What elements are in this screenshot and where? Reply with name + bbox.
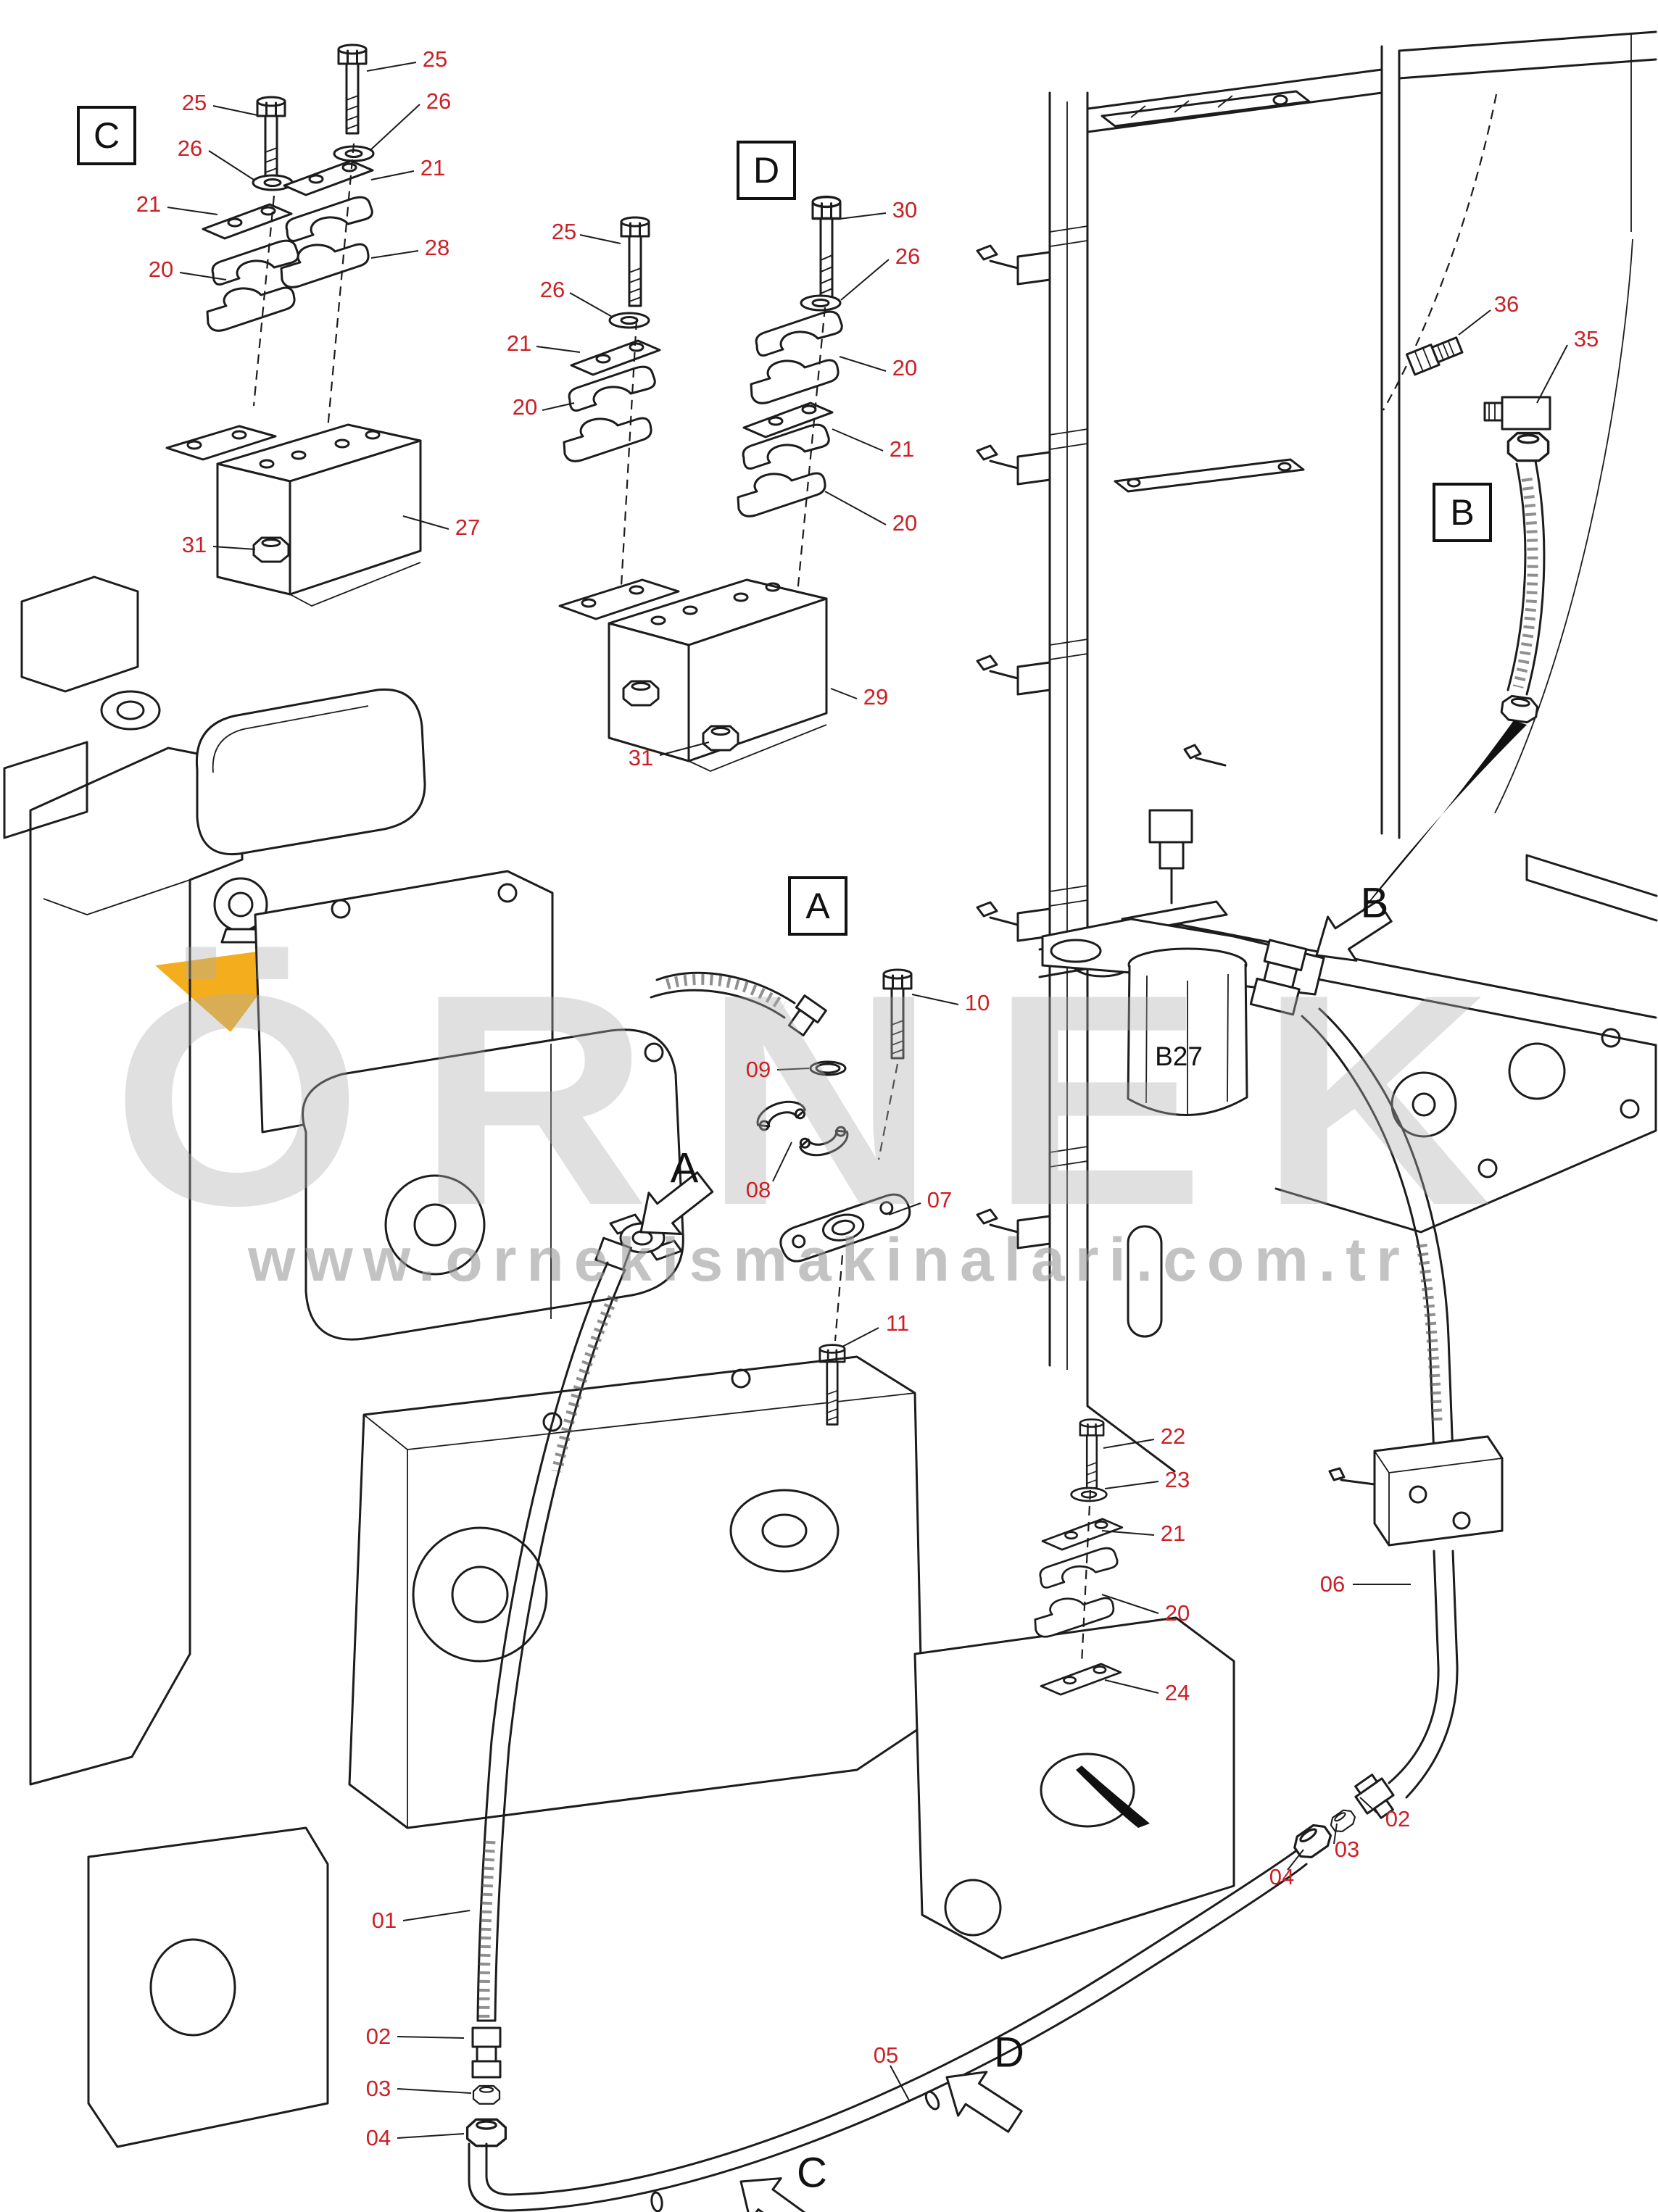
hose-06-filter-return [1301, 1007, 1504, 1547]
watermark-url: www.ornekismakinalari.com.tr [248, 1226, 1410, 1294]
engine-pump-assembly [3, 575, 1235, 2148]
hose-05 [468, 1550, 1459, 2212]
section-d-clamp-kit [558, 195, 843, 772]
clamp-stack-22-24 [1034, 1418, 1150, 1828]
hose-01 [465, 1236, 632, 2147]
section-c-clamp-kit [165, 43, 422, 607]
leader-lines [167, 62, 1568, 2139]
filter-b27 [1041, 809, 1325, 1116]
watermark-brand: ÖRNEK [112, 931, 1546, 1268]
section-a-parts [650, 968, 913, 1426]
fitting-b-assembly [1331, 336, 1551, 951]
frame-structure [976, 30, 1658, 1473]
